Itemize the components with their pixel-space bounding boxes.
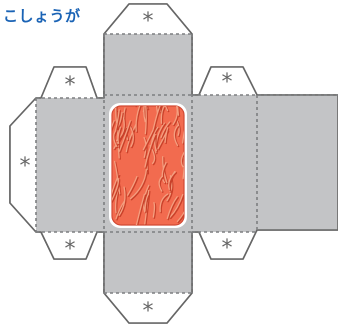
ginger-strand xyxy=(125,123,137,153)
ginger-strand xyxy=(172,106,178,126)
ginger-strand xyxy=(112,120,115,148)
glue-mark-left-end: * xyxy=(20,154,31,179)
ginger-strand xyxy=(129,124,134,148)
ginger-strand xyxy=(161,162,167,184)
ginger-strand xyxy=(163,106,169,112)
ginger-strand xyxy=(144,194,149,212)
ginger-strand xyxy=(168,171,176,190)
ginger-strand xyxy=(176,120,180,136)
ginger-strand xyxy=(158,176,163,192)
ginger-strand xyxy=(169,194,184,218)
ginger-strand-shadow xyxy=(119,121,133,153)
ginger-strand xyxy=(164,127,169,143)
ginger-strand-shadow xyxy=(167,196,180,221)
left-side-panel xyxy=(36,98,104,232)
left-lower-glue-tab xyxy=(41,232,97,259)
ginger-strand-shadow xyxy=(159,106,163,114)
ginger-strand-shadow xyxy=(153,202,157,219)
ginger-strand xyxy=(160,106,166,124)
ginger-strand-shadow xyxy=(146,106,153,111)
ginger-strand-shadow xyxy=(127,176,139,198)
ginger-strand xyxy=(135,106,142,132)
ginger-strand xyxy=(143,106,147,123)
ginger-strand xyxy=(173,125,179,147)
ginger-strand-shadow xyxy=(136,106,144,134)
product-label xyxy=(109,103,187,228)
ginger-strand xyxy=(113,130,118,148)
pickled-ginger-illustration xyxy=(112,106,184,225)
ginger-strand xyxy=(118,186,126,216)
glue-mark-right-upper: * xyxy=(222,70,233,95)
glue-mark-top: * xyxy=(143,9,154,34)
glue-mark-right-lower: * xyxy=(222,236,233,261)
ginger-strand xyxy=(115,106,118,124)
ginger-strand xyxy=(176,106,180,116)
ginger-strand xyxy=(180,151,184,168)
ginger-strand-shadow xyxy=(160,194,170,214)
ginger-strand xyxy=(127,176,138,196)
ginger-strand xyxy=(176,200,184,223)
ginger-strand xyxy=(115,200,125,220)
glue-mark-bottom: * xyxy=(143,299,154,324)
glue-marks: * * * * * * * xyxy=(20,9,233,324)
ginger-strand xyxy=(144,134,156,168)
left-end-glue-tab xyxy=(10,98,36,232)
ginger-strand-shadow xyxy=(112,120,116,150)
ginger-strand-shadow xyxy=(114,161,122,196)
ginger-strand xyxy=(160,121,171,139)
top-panel xyxy=(104,34,192,95)
ginger-strand-shadow xyxy=(170,194,184,220)
ginger-strand-shadow xyxy=(116,112,124,131)
fold-lines xyxy=(35,33,338,294)
right-side-panel xyxy=(192,95,257,232)
ginger-strand-shadow xyxy=(112,178,121,203)
panels xyxy=(36,34,338,293)
product-title: こしょうが xyxy=(3,7,81,25)
ginger-strand-shadow xyxy=(168,172,178,192)
ginger-strand xyxy=(166,196,178,220)
ginger-strand xyxy=(154,106,159,114)
ginger-strand-shadow xyxy=(145,135,157,169)
bottom-panel xyxy=(104,232,192,293)
top-glue-tab xyxy=(104,4,192,34)
bottom-glue-tab xyxy=(104,293,192,323)
ginger-strand xyxy=(118,120,131,152)
ginger-strand-shadow xyxy=(177,106,181,118)
ginger-strand xyxy=(135,193,146,225)
ginger-strand-shadow xyxy=(161,122,172,140)
ginger-strand-shadow xyxy=(145,106,148,136)
ginger-strand xyxy=(117,126,122,144)
glue-mark-left-upper: * xyxy=(65,73,76,98)
ginger-strand xyxy=(159,193,169,213)
ginger-strand-shadow xyxy=(145,195,150,213)
right-lower-glue-tab xyxy=(199,232,257,259)
glue-tabs xyxy=(10,4,257,323)
left-upper-glue-tab xyxy=(41,67,97,98)
ginger-strand xyxy=(113,160,121,195)
ginger-strand-shadow xyxy=(130,169,149,201)
ginger-strand-shadow xyxy=(136,194,147,225)
ginger-strand xyxy=(182,156,184,180)
ginger-strand xyxy=(129,169,148,200)
ginger-strand xyxy=(152,202,156,218)
ginger-strand xyxy=(112,178,120,202)
ginger-strand-shadow xyxy=(177,201,184,224)
ginger-strand xyxy=(144,106,147,135)
ginger-strand-shadow xyxy=(153,106,163,131)
ginger-strand-shadow xyxy=(165,128,170,145)
ginger-strand-shadow xyxy=(119,187,127,218)
back-panel xyxy=(257,95,338,230)
ginger-strand xyxy=(152,106,162,130)
ginger-strand xyxy=(181,118,184,144)
ginger-strand-shadow xyxy=(118,127,123,146)
ginger-strand-shadow xyxy=(145,190,151,225)
glue-mark-left-lower: * xyxy=(65,237,76,262)
right-upper-glue-tab xyxy=(199,67,257,95)
ginger-strand-shadow xyxy=(182,119,184,145)
